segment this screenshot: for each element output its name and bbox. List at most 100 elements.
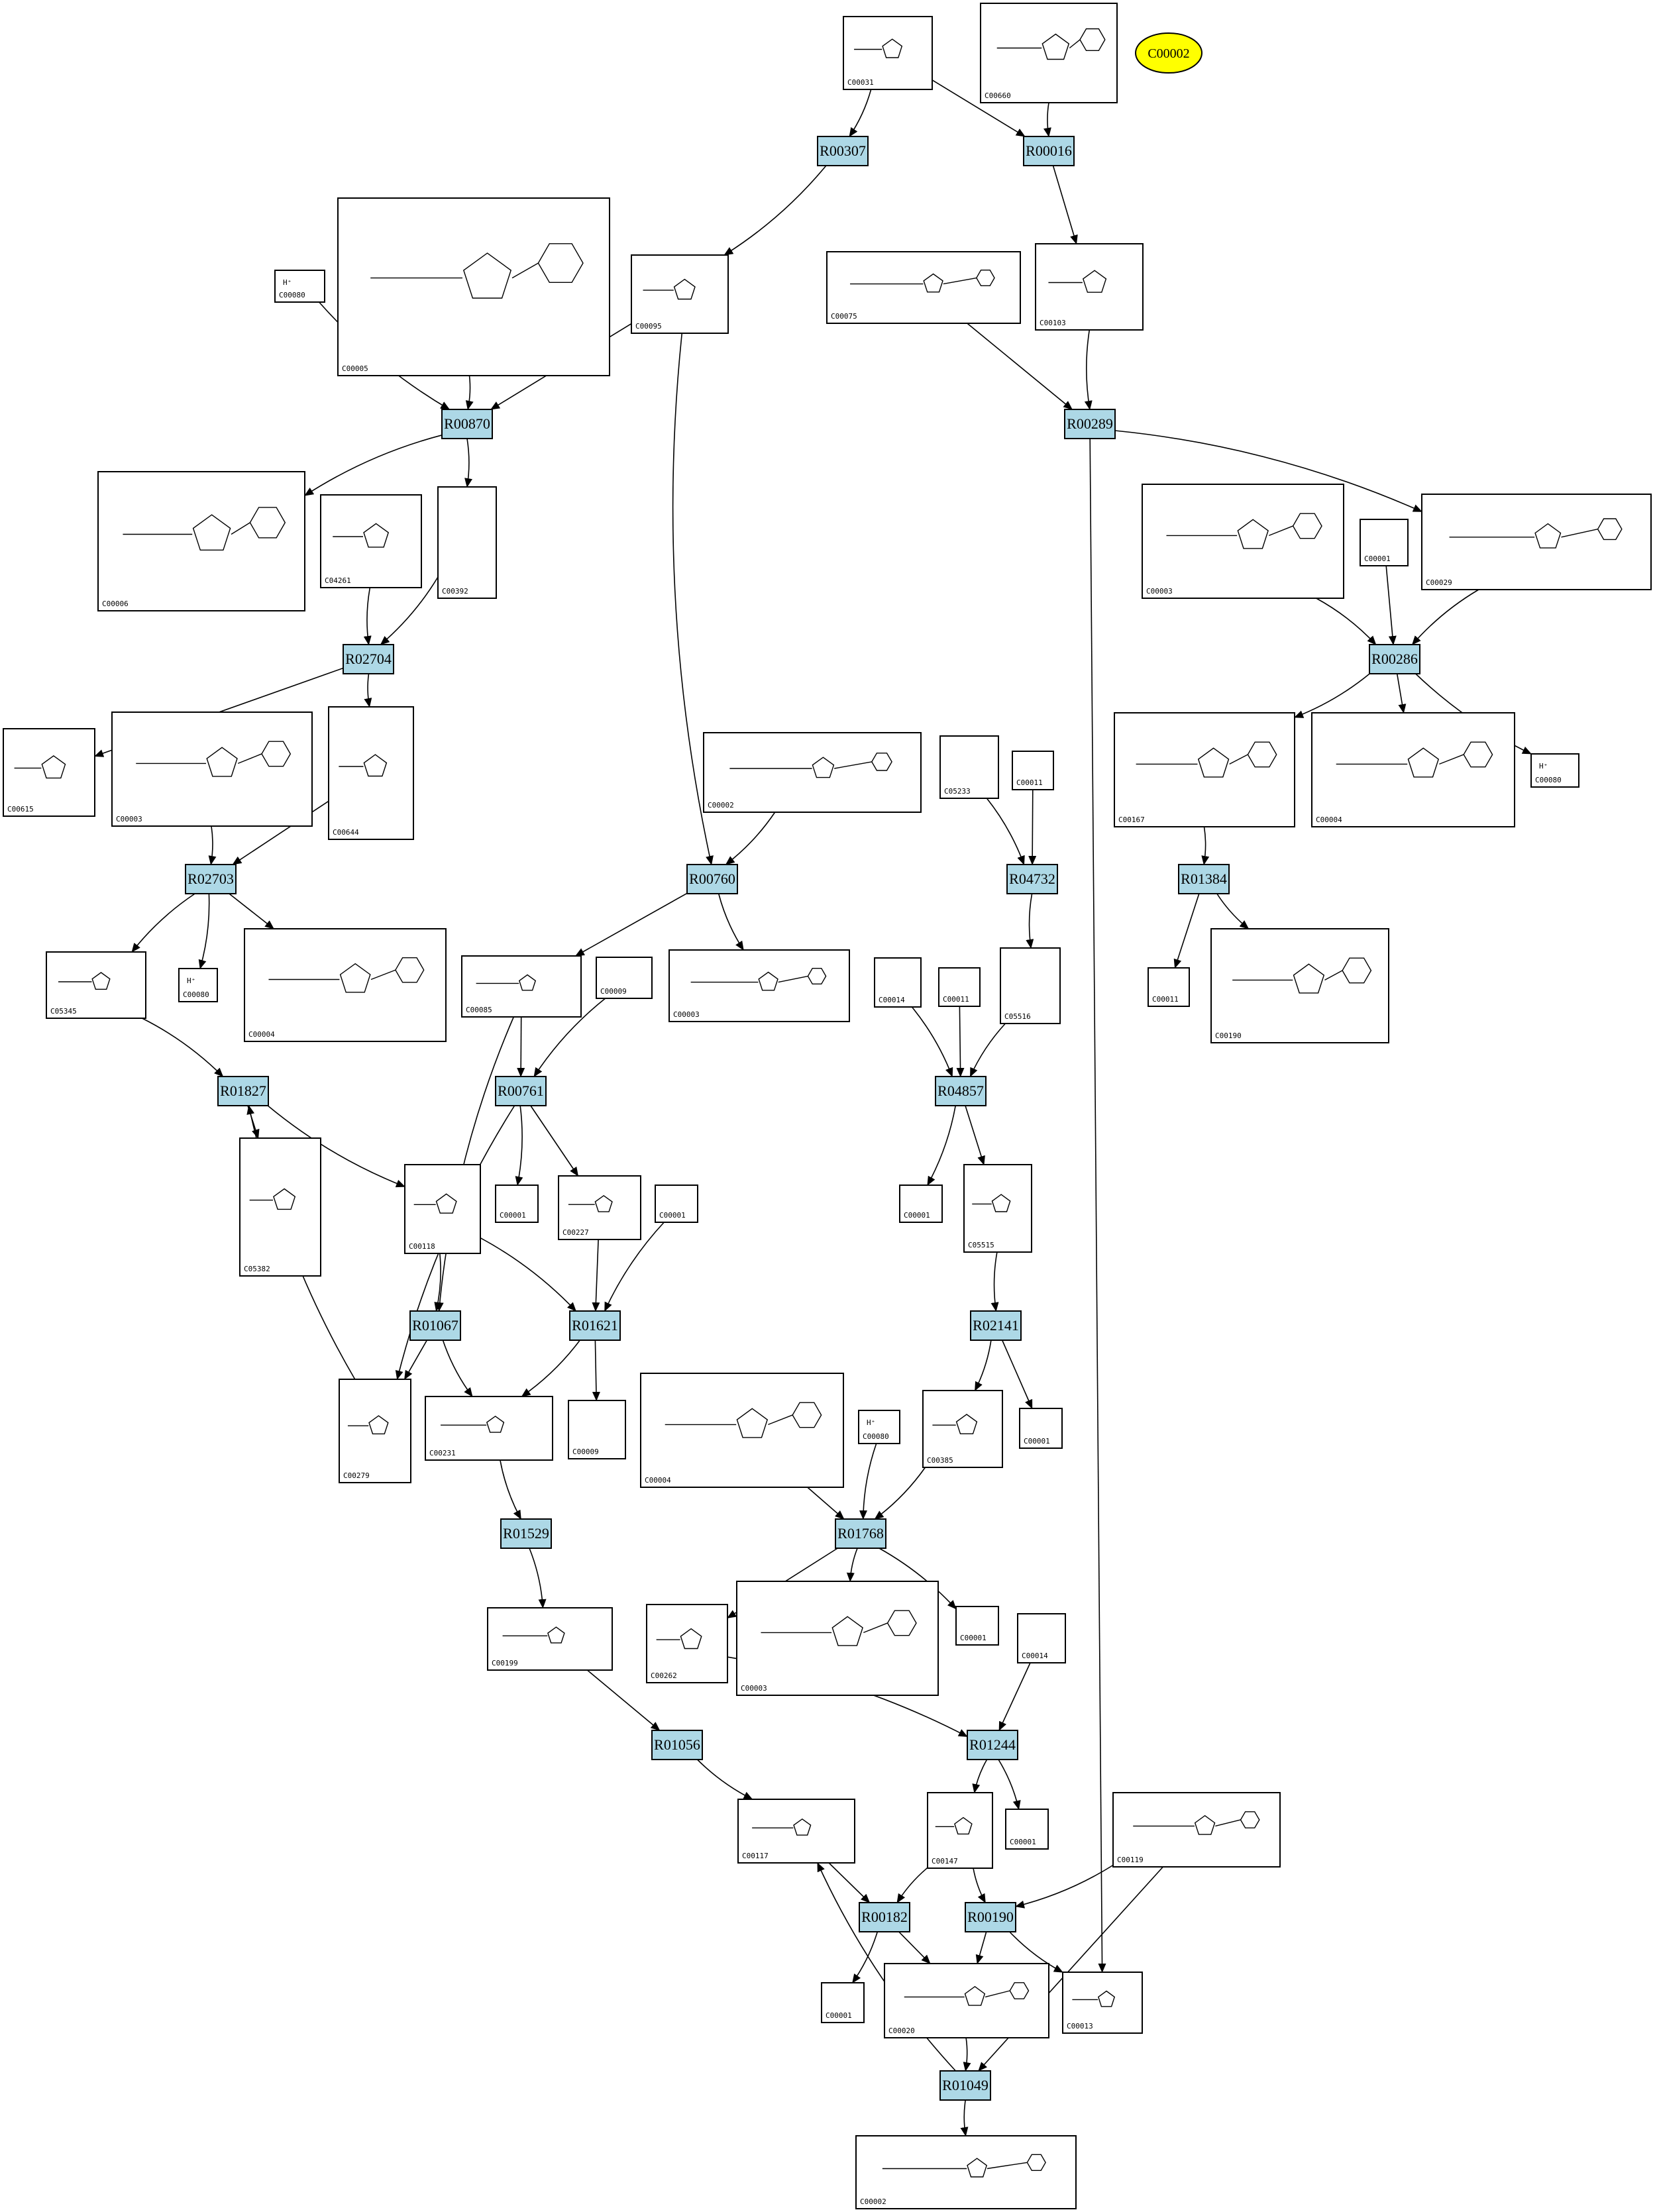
compound-c00013[interactable]: C00013 (1062, 1972, 1143, 2034)
compound-c00660[interactable]: C00660 (980, 3, 1118, 103)
compound-c00080[interactable]: H⁺C00080 (274, 270, 325, 303)
compound-c00004[interactable]: C00004 (244, 928, 447, 1042)
compound-id: C00002 (860, 2197, 886, 2206)
compound-c00029[interactable]: C00029 (1421, 494, 1652, 590)
compound-c05233[interactable]: C05233 (939, 735, 999, 799)
compound-c00103[interactable]: C00103 (1035, 243, 1144, 331)
compound-c00279[interactable]: C00279 (339, 1379, 411, 1483)
compound-c00004[interactable]: C00004 (640, 1373, 844, 1488)
compound-c00227[interactable]: C00227 (558, 1175, 641, 1240)
compound-c05345[interactable]: C05345 (46, 951, 146, 1019)
compound-box (328, 706, 414, 840)
compound-c00118[interactable]: C00118 (404, 1164, 481, 1254)
compound-c00003[interactable]: C00003 (1142, 484, 1344, 599)
compound-c00199[interactable]: C00199 (487, 1607, 613, 1671)
compound-c00615[interactable]: C00615 (3, 728, 95, 817)
reaction-box (817, 136, 869, 166)
reaction-box (1064, 409, 1116, 439)
reaction-r00761[interactable]: R00761 (495, 1076, 547, 1106)
edge-R01056-c53 (696, 1759, 753, 1800)
compound-c00009[interactable]: C00009 (596, 957, 653, 999)
compound-c00080[interactable]: H⁺C00080 (178, 968, 218, 1002)
compound-c00095[interactable]: C00095 (631, 254, 729, 334)
reaction-r01244[interactable]: R01244 (967, 1730, 1018, 1760)
compound-c00031[interactable]: C00031 (843, 16, 933, 90)
compound-c00644[interactable]: C00644 (328, 706, 414, 840)
reaction-r00760[interactable]: R00760 (686, 864, 738, 894)
compound-c00001[interactable]: C00001 (899, 1185, 943, 1223)
reaction-r01056[interactable]: R01056 (651, 1730, 703, 1760)
compound-c00006[interactable]: C00006 (97, 471, 305, 611)
reaction-r00286[interactable]: R00286 (1369, 644, 1420, 674)
compound-c00080[interactable]: H⁺C00080 (1530, 753, 1579, 788)
compound-c00119[interactable]: C00119 (1112, 1792, 1281, 1868)
compound-c05515[interactable]: C05515 (963, 1164, 1032, 1253)
reaction-r01067[interactable]: R01067 (409, 1310, 461, 1341)
compound-c00002[interactable]: C00002 (855, 2135, 1077, 2209)
compound-c05516[interactable]: C05516 (1000, 947, 1061, 1024)
compound-id: C00644 (333, 828, 359, 837)
edge-c44-R01768 (807, 1487, 845, 1520)
compound-c00004[interactable]: C00004 (1311, 712, 1515, 827)
reaction-r01827[interactable]: R01827 (217, 1076, 269, 1106)
reaction-r01049[interactable]: R01049 (939, 2070, 991, 2101)
compound-c00262[interactable]: C00262 (646, 1604, 728, 1683)
reaction-r00182[interactable]: R00182 (859, 1902, 910, 1932)
compound-c00011[interactable]: C00011 (938, 967, 981, 1007)
reaction-r02704[interactable]: R02704 (343, 644, 394, 674)
compound-c00002[interactable]: C00002 (703, 732, 922, 813)
compound-c00080[interactable]: H⁺C00080 (858, 1410, 900, 1444)
reaction-label: R00870 (444, 415, 490, 432)
reaction-r01529[interactable]: R01529 (500, 1518, 552, 1549)
compound-c00190[interactable]: C00190 (1210, 928, 1389, 1043)
reaction-r00289[interactable]: R00289 (1064, 409, 1116, 439)
reaction-r02141[interactable]: R02141 (970, 1310, 1022, 1341)
compound-c00167[interactable]: C00167 (1114, 712, 1295, 827)
reaction-r00307[interactable]: R00307 (817, 136, 869, 166)
compound-id: C00227 (562, 1228, 589, 1237)
edge-R01384-c33 (1216, 893, 1250, 929)
compound-c00003[interactable]: C00003 (736, 1581, 939, 1696)
reaction-label: R00760 (689, 870, 735, 887)
compound-c00003[interactable]: C00003 (111, 711, 313, 827)
compound-c00001[interactable]: C00001 (655, 1185, 698, 1223)
compound-c00001[interactable]: C00001 (821, 1982, 865, 2023)
compound-c00117[interactable]: C00117 (737, 1799, 855, 1864)
compound-c00011[interactable]: C00011 (1148, 967, 1190, 1007)
reaction-r04732[interactable]: R04732 (1006, 864, 1058, 894)
compound-c00147[interactable]: C00147 (927, 1792, 993, 1869)
compound-box (337, 197, 610, 376)
reaction-r01768[interactable]: R01768 (835, 1518, 886, 1549)
compound-c00392[interactable]: C00392 (437, 486, 497, 599)
reaction-r01621[interactable]: R01621 (569, 1310, 621, 1341)
compound-c00075[interactable]: C00075 (826, 251, 1021, 324)
reaction-r00016[interactable]: R00016 (1023, 136, 1075, 166)
compound-c00231[interactable]: C00231 (425, 1396, 553, 1461)
compound-c00001[interactable]: C00001 (955, 1606, 999, 1646)
compound-c00001[interactable]: C00001 (1019, 1408, 1063, 1449)
compound-c00020[interactable]: C00020 (884, 1963, 1049, 2038)
compound-c00001[interactable]: C00001 (1005, 1809, 1049, 1850)
compound-c00085[interactable]: C00085 (461, 955, 582, 1018)
edge-R00870-c10 (464, 438, 472, 488)
reaction-r02703[interactable]: R02703 (185, 864, 237, 894)
compound-c00014[interactable]: C00014 (1017, 1613, 1066, 1663)
compound-c00385[interactable]: C00385 (922, 1390, 1003, 1468)
compound-id: C00013 (1067, 2022, 1093, 2030)
compound-c00001[interactable]: C00001 (495, 1185, 539, 1223)
reaction-r01384[interactable]: R01384 (1178, 864, 1230, 894)
compound-id: C00004 (1316, 816, 1342, 824)
compound-box (1530, 753, 1579, 788)
compound-c04261[interactable]: C04261 (320, 494, 422, 588)
compound-c00014[interactable]: C00014 (874, 957, 922, 1008)
compound-c00003[interactable]: C00003 (668, 949, 850, 1022)
reaction-r00870[interactable]: R00870 (441, 409, 493, 439)
compound-c00001[interactable]: C00001 (1360, 519, 1409, 566)
compound-c00005[interactable]: C00005 (337, 197, 610, 376)
reaction-r04857[interactable]: R04857 (935, 1076, 987, 1106)
compound-c00009[interactable]: C00009 (568, 1400, 626, 1459)
compound-c00011[interactable]: C00011 (1012, 751, 1054, 790)
reaction-r00190[interactable]: R00190 (965, 1902, 1016, 1932)
compound-c05382[interactable]: C05382 (239, 1137, 321, 1277)
reaction-label: R01384 (1181, 870, 1227, 887)
